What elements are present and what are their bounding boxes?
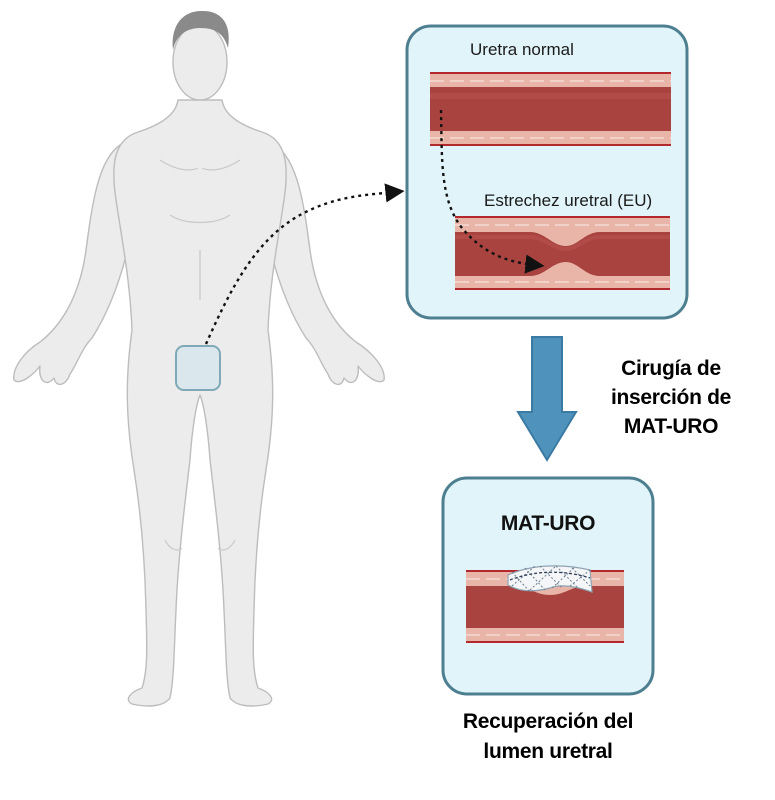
surgery-step-line-1: Cirugía de <box>621 357 721 380</box>
result-line-1: Recuperación del <box>462 710 634 733</box>
surgery-step-line-2: inserción de <box>610 386 732 409</box>
human-body-illustration <box>13 10 385 707</box>
process-down-arrow <box>516 336 578 462</box>
mat-uro-scaffold-mesh <box>507 565 593 593</box>
result-label: Recuperación del lumen uretral <box>430 707 666 767</box>
groin-highlight-box <box>175 345 221 391</box>
dotted-pointer-arrow <box>204 183 405 345</box>
surgery-step-line-3: MAT-URO <box>623 415 719 438</box>
inner-dotted-arrow <box>439 109 545 274</box>
treated-urethra-illustration <box>466 570 624 643</box>
surgery-step-label: Cirugía de inserción de MAT-URO <box>592 354 750 441</box>
normal-urethra-label: Uretra normal <box>470 40 574 59</box>
result-line-2: lumen uretral <box>483 740 613 763</box>
normal-urethra-illustration <box>430 72 671 146</box>
mat-uro-panel-title: MAT-URO <box>500 512 596 535</box>
stricture-urethra-illustration <box>455 216 670 290</box>
stricture-urethra-label: Estrechez uretral (EU) <box>484 191 653 210</box>
